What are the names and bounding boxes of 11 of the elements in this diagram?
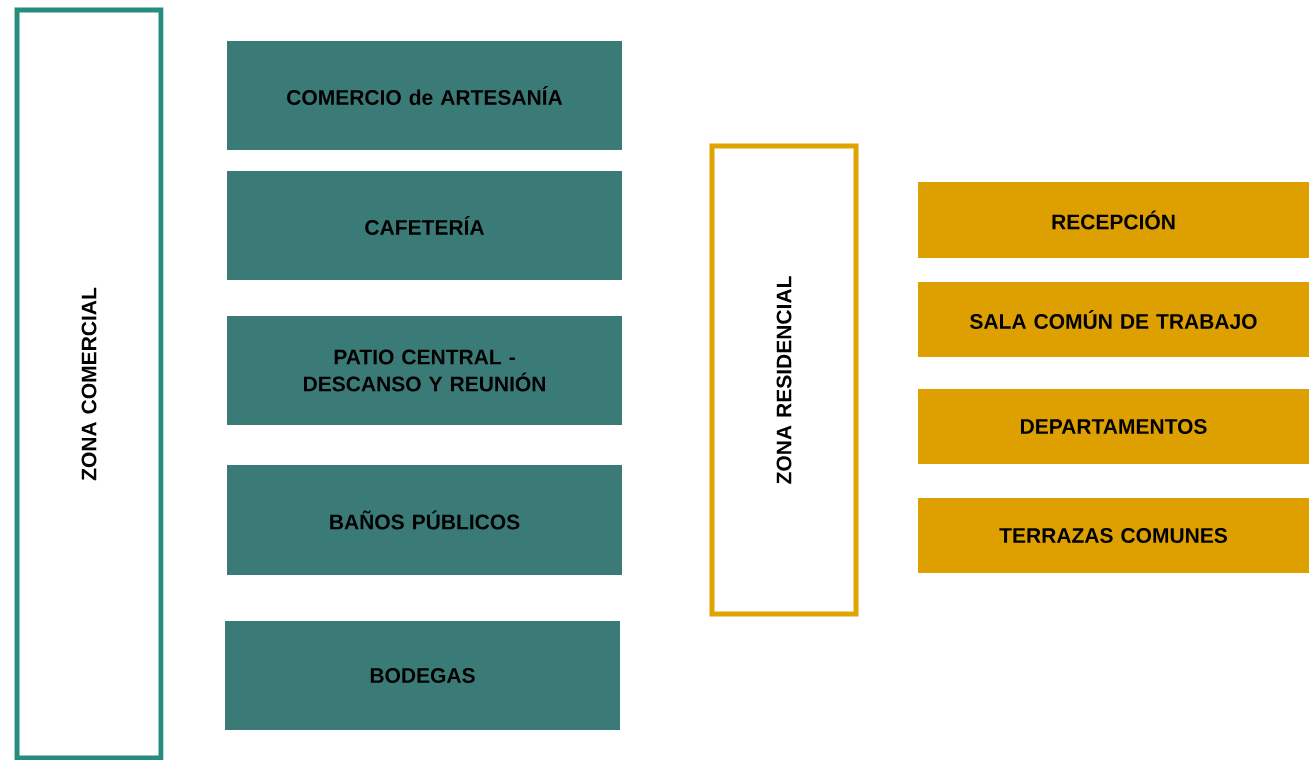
zone-frame: ZONA RESIDENCIAL: [709, 143, 859, 617]
space-box: TERRAZAS COMUNES: [918, 498, 1309, 573]
space-box: DEPARTAMENTOS: [918, 389, 1309, 464]
space-box: RECEPCIÓN: [918, 182, 1309, 258]
space-box: COMERCIO de ARTESANÍA: [227, 41, 622, 150]
space-box: BODEGAS: [225, 621, 620, 730]
space-box: CAFETERÍA: [227, 171, 622, 280]
space-box: PATIO CENTRAL - DESCANSO Y REUNIÓN: [227, 316, 622, 425]
space-box: SALA COMÚN DE TRABAJO: [918, 282, 1309, 357]
zone-frame: ZONA COMERCIAL: [14, 7, 164, 760]
space-box: BAÑOS PÚBLICOS: [227, 465, 622, 575]
